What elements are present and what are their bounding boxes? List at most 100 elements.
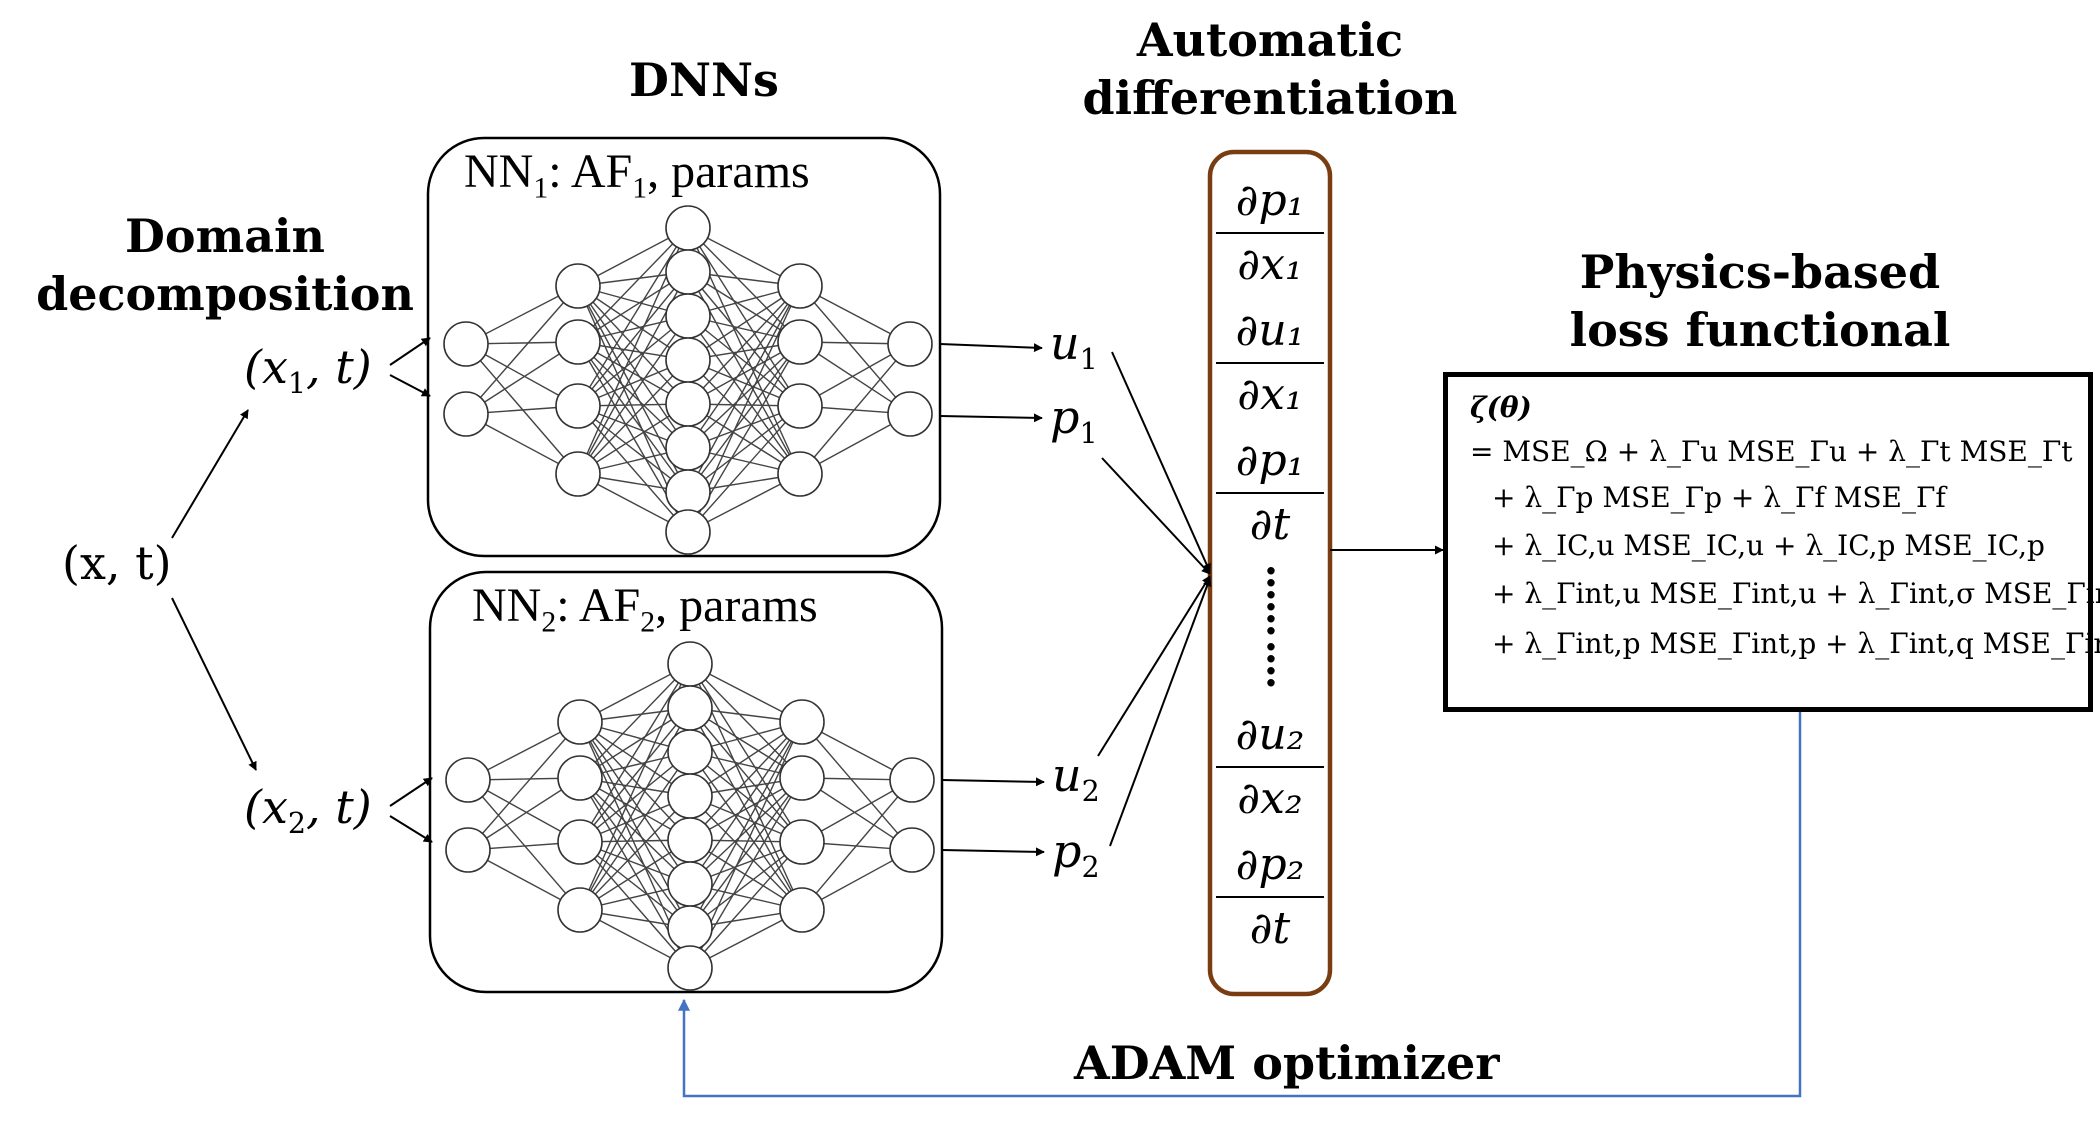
network-node — [779, 819, 825, 865]
arrow-to-sub1 — [171, 409, 249, 539]
network-edge — [579, 751, 691, 911]
derivative-dp1-dt: ∂p₁ ∂t — [1210, 430, 1330, 556]
derivative-ellipsis-2: ···· — [1264, 624, 1278, 707]
nn1-label-nn-index: 1 — [533, 171, 549, 205]
output-p1-index: 1 — [1079, 416, 1098, 450]
network-node — [887, 391, 933, 437]
network-edge — [577, 315, 689, 475]
arrow-sub1-nn1-b — [389, 374, 431, 397]
network-node — [665, 337, 711, 383]
network-node — [777, 383, 823, 429]
output-u1-sym: u — [1050, 316, 1080, 370]
loss-line-4: + λ_Γint,u MSE_Γint,u + λ_Γint,σ MSE_Γin… — [1492, 577, 2100, 610]
output-p1: p1 — [1050, 390, 1098, 450]
domain-title-line1: Domain — [125, 209, 325, 263]
network-edge — [577, 271, 689, 407]
network-node — [555, 383, 601, 429]
derivative-numerator: ∂p₁ — [1235, 435, 1305, 486]
network-edge — [579, 663, 691, 843]
output-p2: p2 — [1052, 824, 1100, 884]
arrow-u1-autodiff — [1111, 351, 1211, 573]
network-edge — [579, 663, 691, 779]
network-node — [445, 757, 491, 803]
nn1-label-colon: : — [548, 145, 571, 198]
fraction-bar — [1216, 896, 1324, 898]
network-node — [557, 887, 603, 933]
arrow-u2-autodiff — [1097, 575, 1211, 757]
network-node — [665, 469, 711, 515]
derivative-denominator: ∂x₂ — [1237, 773, 1303, 824]
network-edge — [689, 841, 803, 929]
nn2-label-colon: : — [556, 579, 579, 632]
network-edge — [689, 751, 803, 843]
network-edge — [467, 721, 581, 851]
network-node — [443, 391, 489, 437]
network-edge — [687, 405, 801, 533]
output-u2: u2 — [1052, 748, 1100, 808]
optimizer-feedback-line — [678, 712, 1802, 1098]
loss-line-1: = MSE_Ω + λ_Γu MSE_Γu + λ_Γt MSE_Γt — [1470, 435, 2073, 468]
fraction-bar — [1216, 492, 1324, 494]
arrow-sub2-nn2-b — [389, 815, 433, 843]
network-edge — [687, 227, 801, 407]
network-edge — [579, 721, 691, 885]
nn1-label-af: AF — [570, 145, 633, 198]
nn2-label-nn: NN — [472, 579, 542, 632]
nn2-label-nn-index: 2 — [541, 605, 557, 639]
network-edge — [687, 285, 801, 449]
dnns-title: DNNs — [629, 53, 779, 107]
network-edge — [689, 721, 803, 885]
output-u2-sym: u — [1052, 748, 1082, 802]
input-sub2-pre: (x — [244, 780, 288, 834]
network-edge — [799, 343, 911, 475]
network-edge — [687, 315, 801, 407]
derivative-denominator: ∂t — [1249, 499, 1291, 550]
arrow-nn1-p1 — [939, 413, 1043, 423]
fraction-bar — [1216, 766, 1324, 768]
network-edge — [689, 841, 803, 969]
physics-title-line2: loss functional — [1569, 302, 1951, 357]
network-edge — [689, 721, 803, 841]
arrow-sub2-nn2-a — [389, 777, 433, 807]
nn1-graph — [443, 205, 933, 555]
network-node — [445, 827, 491, 873]
network-node — [889, 757, 935, 803]
network-node — [887, 321, 933, 367]
derivative-denominator: ∂x₁ — [1237, 369, 1303, 420]
arrow-nn2-u2 — [941, 777, 1045, 787]
nn2-label-rest: , params — [655, 579, 818, 632]
input-sub2-post: , t) — [306, 780, 372, 834]
network-edge — [689, 663, 803, 843]
input-sub2: (x2, t) — [244, 780, 372, 840]
derivative-du1-dx1: ∂u₁ ∂x₁ — [1210, 300, 1330, 426]
network-edge — [577, 359, 689, 475]
network-node — [779, 887, 825, 933]
network-node — [557, 699, 603, 745]
derivative-numerator: ∂u₁ — [1235, 305, 1305, 356]
network-edge — [579, 707, 691, 843]
network-node — [665, 381, 711, 427]
network-node — [667, 729, 713, 775]
network-edge — [577, 227, 689, 407]
arrow-nn2-p2 — [941, 847, 1045, 857]
network-node — [889, 827, 935, 873]
network-node — [667, 861, 713, 907]
physics-title-line1: Physics-based — [1579, 245, 1941, 299]
network-edge — [579, 841, 691, 969]
loss-line-2: + λ_Γp MSE_Γp + λ_Γf MSE_Γf — [1492, 481, 1946, 514]
derivative-numerator: ∂p₂ — [1235, 839, 1305, 890]
input-main: (x, t) — [62, 536, 172, 590]
network-edge — [577, 405, 689, 493]
network-edge — [689, 663, 803, 779]
loss-line-0: ζ(θ) — [1470, 391, 1532, 424]
network-node — [665, 509, 711, 555]
output-u1-index: 1 — [1079, 342, 1098, 376]
network-edge — [799, 285, 911, 415]
network-node — [667, 773, 713, 819]
input-sub1-post: , t) — [306, 340, 372, 394]
nn2-label: NN2: AF2, params — [472, 578, 818, 639]
network-node — [667, 641, 713, 687]
network-edge — [577, 285, 689, 405]
network-edge — [687, 341, 801, 449]
